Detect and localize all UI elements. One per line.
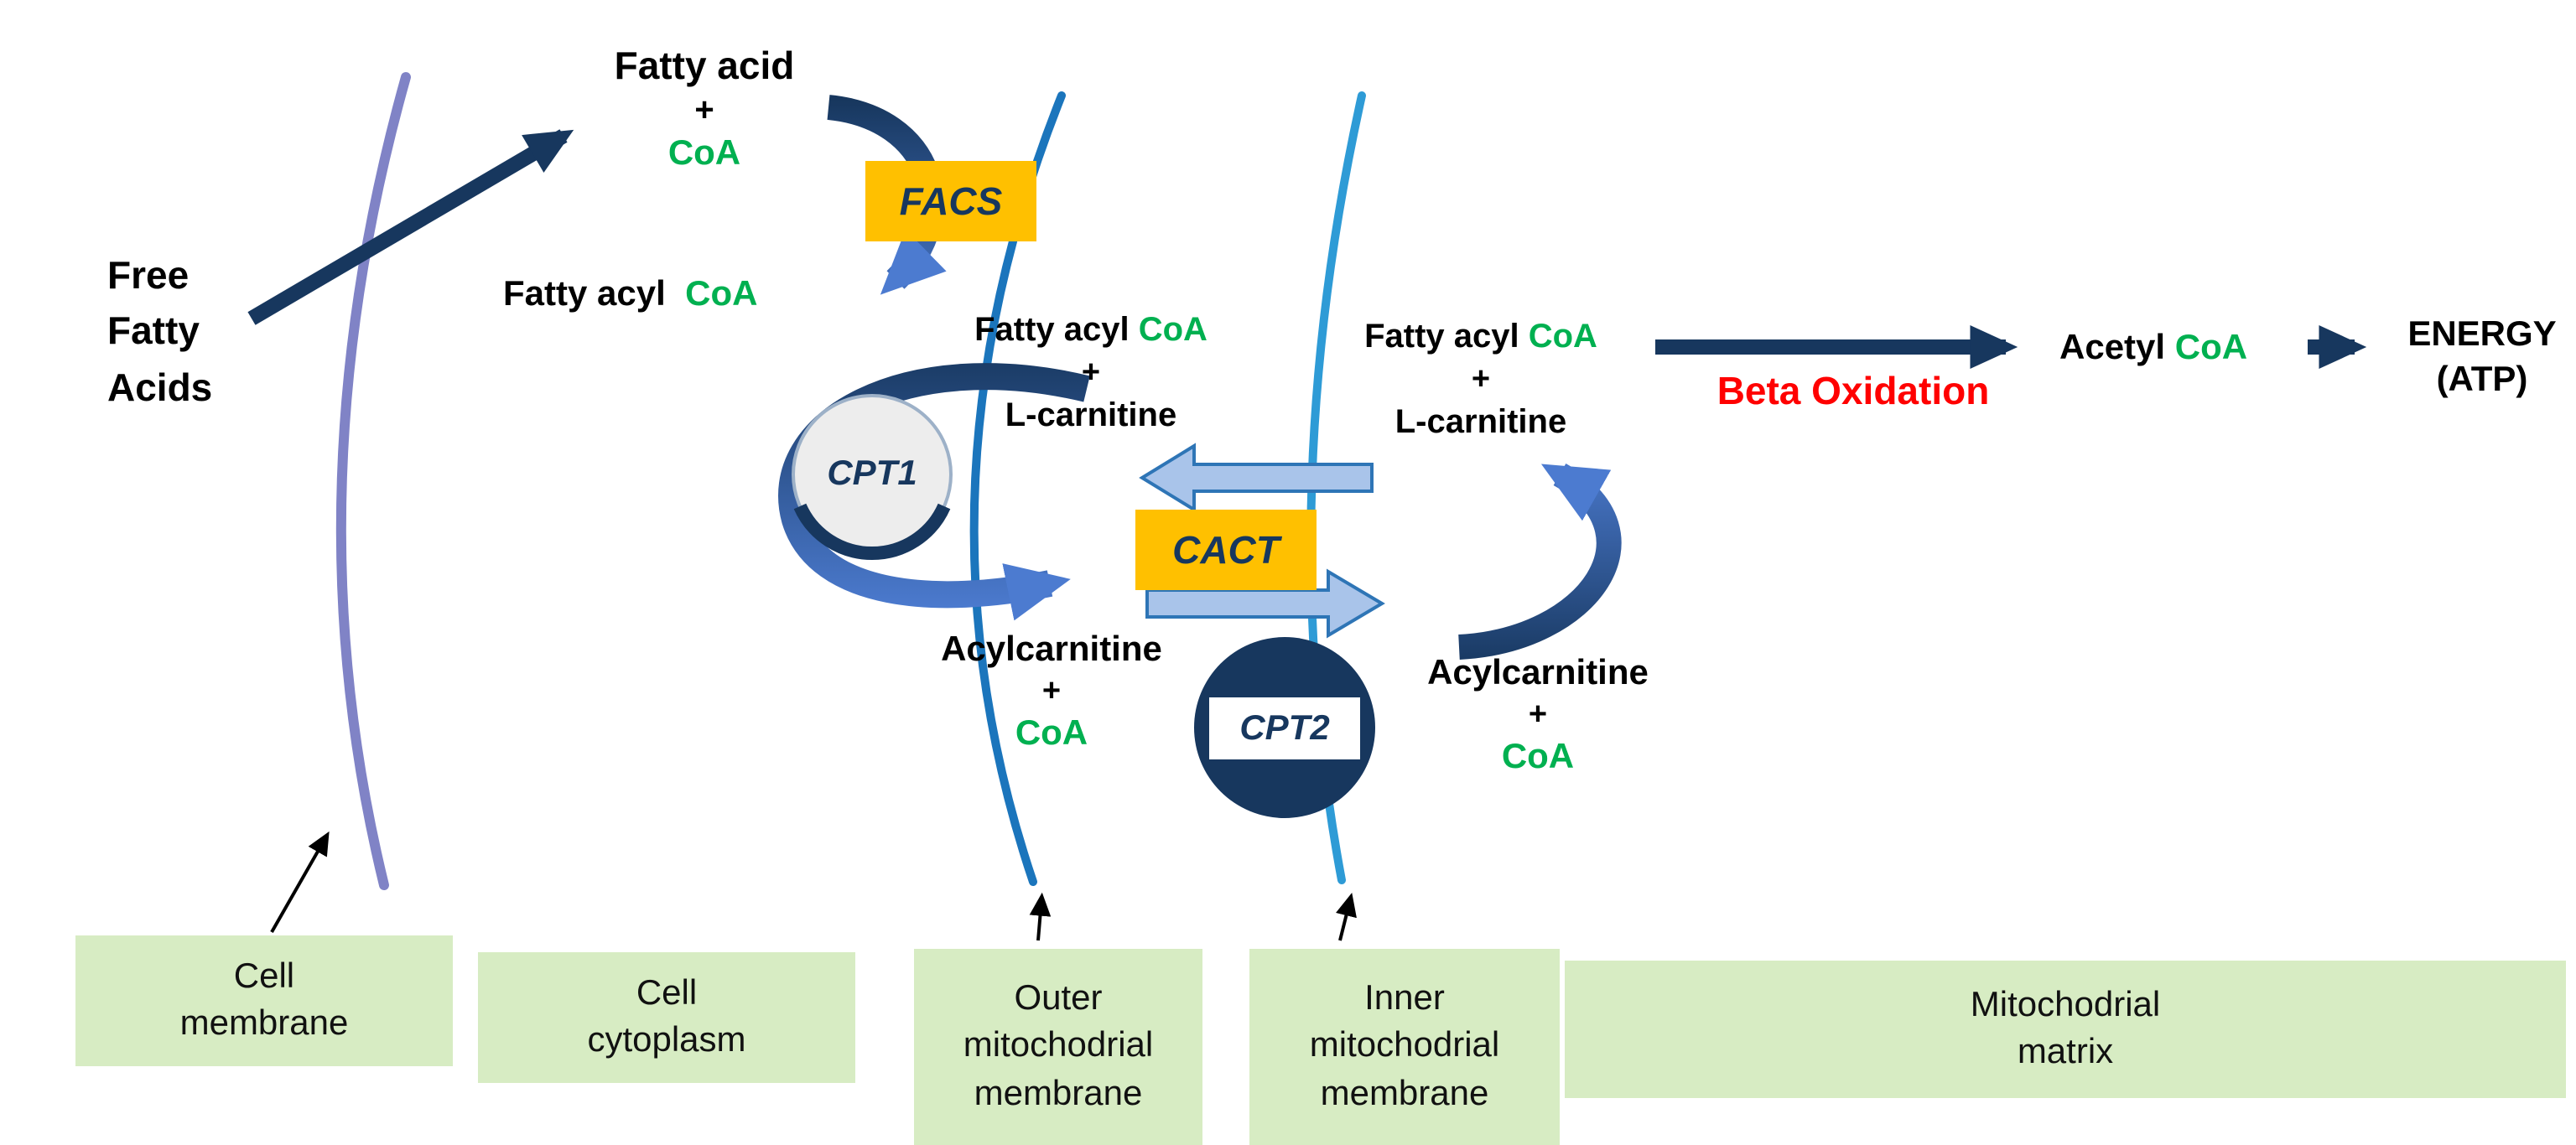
acetyl-text: Acetyl	[2059, 329, 2166, 367]
fatty-acyl-text: Fatty acyl	[1364, 319, 1519, 355]
acylcarnitine-intermembrane-label: Acylcarnitine + CoA	[909, 630, 1194, 754]
compartment-box-inner-membrane: Inner mitochodrial membrane	[1249, 949, 1560, 1145]
cell-membrane-curve	[335, 72, 411, 890]
cpt1-reaction-arrow	[778, 363, 1090, 621]
facs-enzyme-box: FACS	[865, 161, 1036, 241]
coa-text: CoA	[1015, 714, 1088, 753]
coa-text: CoA	[2174, 329, 2248, 367]
acylcarnitine-matrix-label: Acylcarnitine + CoA	[1395, 654, 1680, 778]
compartment-box-outer-membrane: Outer mitochodrial membrane	[914, 949, 1202, 1145]
acetyl-coa-label: Acetyl CoA	[2059, 329, 2247, 369]
cpt2-label-plate	[1209, 697, 1360, 759]
compartment-box-cell-membrane: Cell membrane	[75, 935, 453, 1066]
fatty-acid-substrate-label: Fatty acid + CoA	[579, 44, 830, 174]
outer-membrane-pointer-arrow	[1029, 892, 1052, 941]
cact-import-arrow	[1145, 568, 1385, 639]
cpt1-circle-bottom-arc	[793, 503, 951, 560]
ffa-uptake-arrow	[247, 129, 574, 325]
inner-membrane-pointer-arrow	[1336, 892, 1357, 941]
matrix-substrate-label: Fatty acyl CoA + L-carnitine	[1330, 319, 1632, 443]
coa-text: CoA	[1501, 738, 1575, 776]
cpt1-enzyme-label: CPT1	[827, 454, 917, 493]
coa-text: CoA	[685, 275, 758, 313]
l-carnitine-text: L-carnitine	[1005, 397, 1177, 434]
acylcarnitine-text: Acylcarnitine	[941, 630, 1162, 669]
free-fatty-acids-label: Free Fatty Acids	[107, 253, 213, 409]
l-carnitine-text: L-carnitine	[1394, 404, 1567, 441]
plus-sign: +	[1081, 355, 1101, 391]
coa-text: CoA	[1528, 319, 1597, 355]
cpt2-enzyme-label: CPT2	[1239, 709, 1330, 748]
plus-sign: +	[1041, 674, 1062, 709]
plus-sign: +	[1528, 697, 1548, 733]
fatty-acyl-coa-cytoplasm-label: Fatty acyl CoA	[503, 275, 757, 315]
plus-sign: +	[1471, 362, 1491, 397]
compartment-box-cell-cytoplasm: Cell cytoplasm	[478, 952, 855, 1083]
cact-export-arrow	[1139, 443, 1374, 513]
coa-text: CoA	[1138, 312, 1208, 349]
fatty-acyl-text: Fatty acyl	[974, 312, 1130, 349]
cell-membrane-pointer-arrow	[270, 831, 330, 933]
beta-oxidation-label: Beta Oxidation	[1716, 369, 1990, 412]
plus-sign: +	[694, 92, 714, 129]
coa-text: CoA	[667, 134, 741, 173]
energy-label: ENERGY (ATP)	[2407, 315, 2557, 400]
cpt2-reaction-arrow	[1458, 463, 1622, 660]
fatty-acid-text: Fatty acid	[614, 44, 795, 87]
cact-enzyme-box: CACT	[1135, 510, 1317, 590]
fatty-acyl-text: Fatty acyl	[503, 275, 666, 313]
intermembrane-substrate-label: Fatty acyl CoA + L-carnitine	[936, 312, 1246, 436]
compartment-box-mitochondrial-matrix: Mitochodrial matrix	[1565, 961, 2566, 1098]
acylcarnitine-text: Acylcarnitine	[1427, 654, 1649, 692]
